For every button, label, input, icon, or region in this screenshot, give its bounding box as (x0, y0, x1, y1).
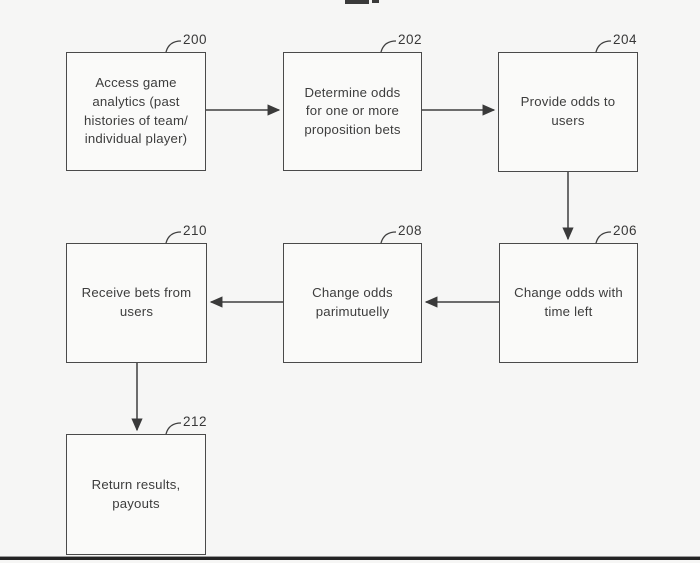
leader-line-200 (165, 40, 182, 53)
ref-label-212: 212 (183, 414, 208, 429)
leader-line-204 (595, 40, 612, 53)
ref-label-206: 206 (613, 223, 638, 238)
page-edge-rule (0, 557, 700, 560)
ref-label-204: 204 (613, 32, 638, 47)
flow-node-204-text: Provide odds to users (520, 94, 616, 128)
cropped-figure-title-fragment (372, 0, 379, 3)
leader-line-212 (165, 422, 182, 435)
flow-node-206-text: Change odds with time left (514, 285, 623, 319)
ref-label-202: 202 (398, 32, 423, 47)
flow-node-210: Receive bets from users (66, 243, 207, 363)
flow-node-208-text: Change odds parimutuelly (312, 285, 393, 319)
flow-node-212: Return results, payouts (66, 434, 206, 555)
leader-line-206 (595, 231, 612, 244)
flow-node-204: Provide odds to users (498, 52, 638, 172)
flow-node-200-text: Access game analytics (past histories of… (83, 75, 188, 147)
leader-line-208 (380, 231, 397, 244)
flow-node-208: Change odds parimutuelly (283, 243, 422, 363)
flow-node-200: Access game analytics (past histories of… (66, 52, 206, 171)
ref-label-208: 208 (398, 223, 423, 238)
flow-node-206: Change odds with time left (499, 243, 638, 363)
ref-label-200: 200 (183, 32, 208, 47)
cropped-figure-title-fragment (345, 0, 369, 4)
leader-line-202 (380, 40, 397, 53)
leader-line-210 (165, 231, 182, 244)
flow-node-202: Determine odds for one or more propositi… (283, 52, 422, 171)
ref-label-210: 210 (183, 223, 208, 238)
flow-node-202-text: Determine odds for one or more propositi… (304, 84, 401, 137)
flow-node-212-text: Return results, payouts (91, 476, 181, 511)
flow-node-210-text: Receive bets from users (81, 285, 192, 319)
